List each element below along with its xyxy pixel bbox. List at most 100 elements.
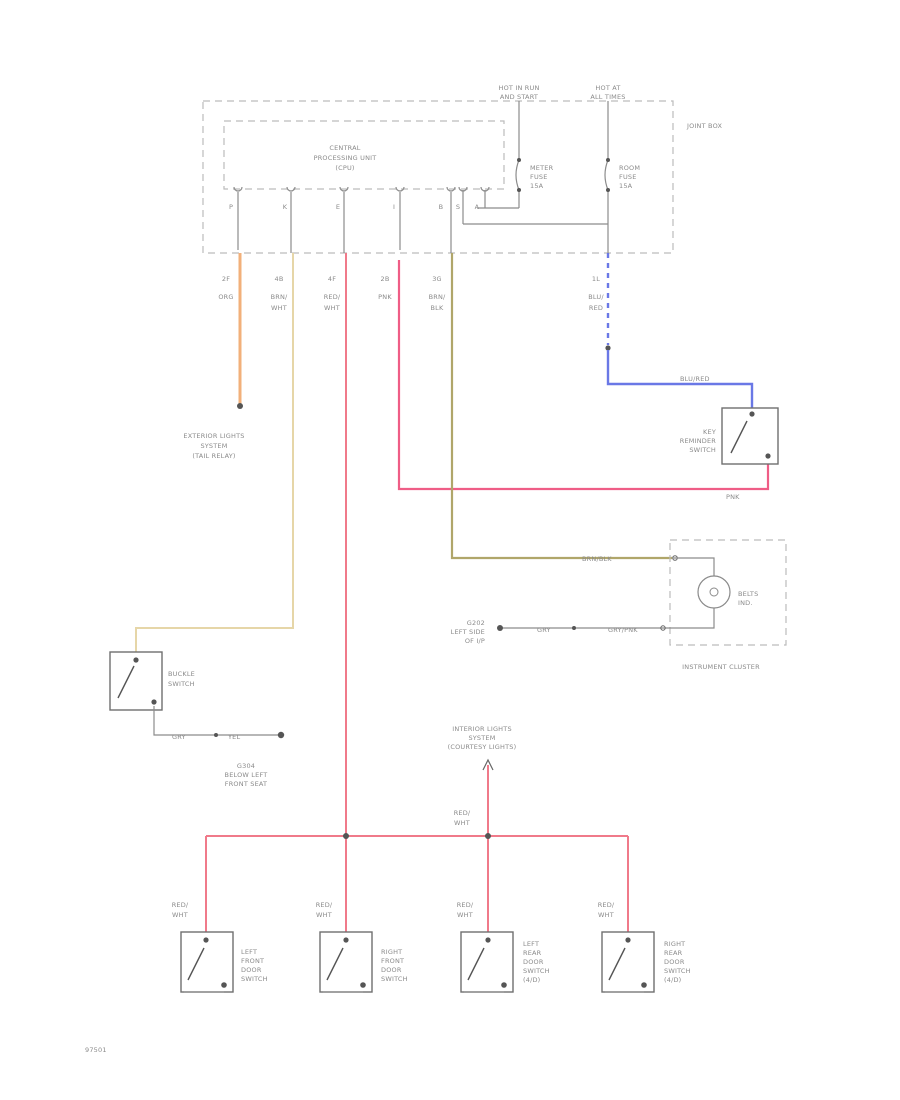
- svg-text:METER: METER: [530, 164, 554, 172]
- figure-id: 97501: [85, 1046, 107, 1054]
- svg-text:B: B: [439, 203, 444, 211]
- svg-text:2B: 2B: [381, 275, 390, 283]
- door-switch-right-front: RED/ WHT RIGHT FRONT DOOR SWITCH: [316, 901, 408, 993]
- svg-text:4F: 4F: [328, 275, 336, 283]
- svg-text:G304: G304: [237, 762, 255, 770]
- svg-text:FUSE: FUSE: [619, 173, 637, 181]
- door-switch-right-rear: RED/ WHT RIGHT REAR DOOR SWITCH (4/D): [598, 901, 690, 993]
- pin-stubs: [237, 192, 452, 253]
- svg-text:GRY: GRY: [172, 733, 186, 741]
- svg-text:GRY: GRY: [537, 626, 551, 634]
- svg-text:RED/: RED/: [454, 809, 471, 817]
- fuse-circuits: [462, 101, 609, 253]
- svg-text:FRONT SEAT: FRONT SEAT: [225, 780, 267, 788]
- svg-text:RED/: RED/: [457, 901, 474, 909]
- svg-text:OF I/P: OF I/P: [465, 637, 485, 645]
- svg-text:AND START: AND START: [500, 93, 538, 101]
- buckle-switch: BUCKLE SWITCH: [109, 651, 195, 711]
- svg-text:WHT: WHT: [454, 819, 470, 827]
- svg-text:LEFT: LEFT: [241, 948, 257, 956]
- svg-text:BELOW LEFT: BELOW LEFT: [225, 771, 268, 779]
- source-hot-run: HOT IN RUN AND START: [498, 84, 539, 101]
- svg-text:REAR: REAR: [664, 949, 683, 957]
- wire-blu-red-label: BLU/RED: [680, 375, 710, 383]
- g202-ground: GRY GRY/PNK G202 LEFT SIDE OF I/P: [451, 619, 666, 645]
- svg-text:DOOR: DOOR: [664, 958, 685, 966]
- svg-text:WHT: WHT: [172, 911, 188, 919]
- svg-text:SWITCH: SWITCH: [168, 680, 195, 688]
- svg-text:RED/: RED/: [172, 901, 189, 909]
- svg-text:WHT: WHT: [598, 911, 614, 919]
- svg-text:PNK: PNK: [378, 293, 392, 301]
- svg-text:WHT: WHT: [324, 304, 340, 312]
- svg-text:FRONT: FRONT: [381, 957, 404, 965]
- svg-text:E: E: [336, 203, 340, 211]
- svg-text:REMINDER: REMINDER: [680, 437, 717, 445]
- svg-text:SWITCH: SWITCH: [381, 975, 408, 983]
- svg-text:CENTRAL: CENTRAL: [329, 144, 360, 152]
- blu-red-joint: [605, 345, 611, 351]
- svg-text:BLU/: BLU/: [588, 293, 604, 301]
- svg-text:4B: 4B: [275, 275, 284, 283]
- wire-labels: 2F ORG 4B BRN/ WHT 4F RED/ WHT 2B PNK 3G…: [218, 275, 604, 312]
- svg-text:SYSTEM: SYSTEM: [468, 734, 495, 742]
- room-fuse: ROOM FUSE 15A: [604, 158, 640, 192]
- wire-pnk-label: PNK: [726, 493, 740, 501]
- buckle-ground: GRY YEL G304 BELOW LEFT FRONT SEAT: [153, 706, 285, 788]
- svg-text:1L: 1L: [592, 275, 600, 283]
- door-bus: [205, 835, 629, 934]
- exterior-lights-label: EXTERIOR LIGHTS SYSTEM (TAIL RELAY): [183, 432, 244, 460]
- svg-text:K: K: [283, 203, 288, 211]
- svg-text:2F: 2F: [222, 275, 230, 283]
- svg-text:RIGHT: RIGHT: [664, 940, 685, 948]
- svg-text:BELTS: BELTS: [738, 590, 758, 598]
- svg-text:YEL: YEL: [227, 733, 240, 741]
- svg-text:INTERIOR LIGHTS: INTERIOR LIGHTS: [452, 725, 512, 733]
- svg-text:IND.: IND.: [738, 599, 753, 607]
- bus-color-label: RED/ WHT: [454, 809, 471, 827]
- source-hot-all: HOT AT ALL TIMES: [590, 84, 625, 101]
- svg-text:(COURTESY LIGHTS): (COURTESY LIGHTS): [448, 743, 517, 751]
- svg-text:(TAIL RELAY): (TAIL RELAY): [192, 452, 235, 460]
- wire-blu-red-lower: [606, 350, 754, 408]
- belts-indicator: BELTS IND.: [663, 557, 758, 629]
- svg-text:REAR: REAR: [523, 949, 542, 957]
- svg-text:RED/: RED/: [316, 901, 333, 909]
- svg-text:ORG: ORG: [218, 293, 233, 301]
- svg-text:BRN/: BRN/: [271, 293, 288, 301]
- svg-text:GRY/PNK: GRY/PNK: [608, 626, 638, 634]
- svg-text:A: A: [475, 203, 480, 211]
- wire-brn-wht: [135, 253, 294, 652]
- svg-text:LEFT: LEFT: [523, 940, 539, 948]
- wire-brn-blk-label: BRN/BLK: [582, 555, 612, 563]
- bus-junction-1: [343, 833, 349, 839]
- svg-text:PROCESSING UNIT: PROCESSING UNIT: [314, 154, 377, 162]
- svg-text:LEFT SIDE: LEFT SIDE: [451, 628, 485, 636]
- svg-text:(4/D): (4/D): [523, 976, 540, 984]
- svg-text:(4/D): (4/D): [664, 976, 681, 984]
- svg-text:15A: 15A: [619, 182, 633, 190]
- svg-text:S: S: [456, 203, 460, 211]
- wire-org-end: [237, 403, 243, 409]
- svg-text:G202: G202: [467, 619, 485, 627]
- svg-text:(CPU): (CPU): [335, 164, 354, 172]
- svg-text:ROOM: ROOM: [619, 164, 640, 172]
- svg-text:BLK: BLK: [431, 304, 444, 312]
- svg-text:FUSE: FUSE: [530, 173, 548, 181]
- cpu-label: CENTRAL PROCESSING UNIT (CPU): [314, 144, 377, 172]
- svg-text:SWITCH: SWITCH: [241, 975, 268, 983]
- svg-text:3G: 3G: [432, 275, 442, 283]
- svg-text:EXTERIOR LIGHTS: EXTERIOR LIGHTS: [183, 432, 244, 440]
- svg-text:SWITCH: SWITCH: [689, 446, 716, 454]
- svg-text:DOOR: DOOR: [381, 966, 402, 974]
- svg-text:DOOR: DOOR: [241, 966, 262, 974]
- svg-text:SYSTEM: SYSTEM: [200, 442, 227, 450]
- svg-text:WHT: WHT: [271, 304, 287, 312]
- svg-text:RED/: RED/: [324, 293, 341, 301]
- svg-text:BRN/: BRN/: [429, 293, 446, 301]
- svg-text:HOT AT: HOT AT: [595, 84, 620, 92]
- door-switch-left-front: RED/ WHT LEFT FRONT DOOR SWITCH: [172, 901, 268, 993]
- svg-text:RED: RED: [589, 304, 603, 312]
- svg-text:RED/: RED/: [598, 901, 615, 909]
